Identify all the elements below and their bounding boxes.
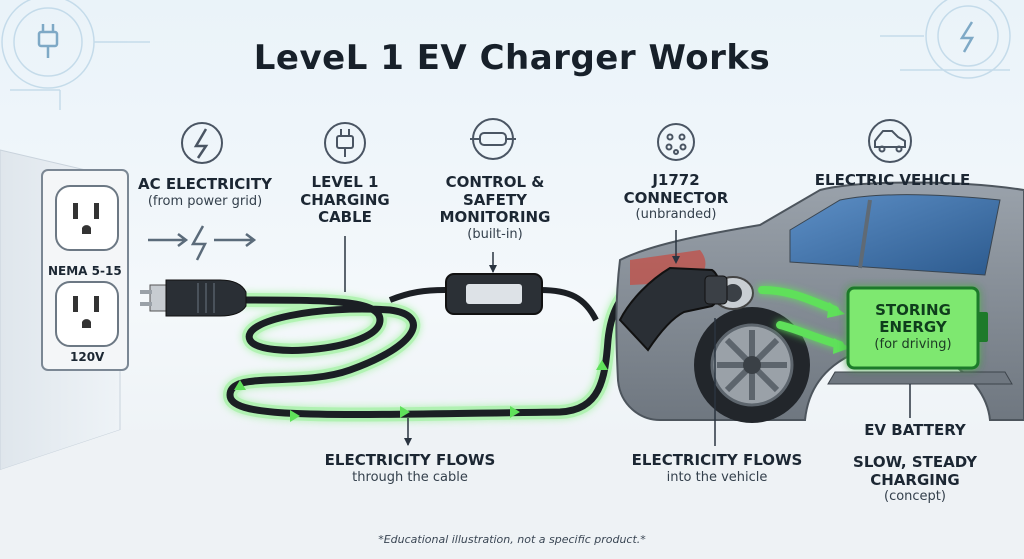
flow-vehicle-sub: into the vehicle: [666, 469, 768, 485]
connector-line1: J1772: [652, 171, 700, 189]
slow-charging-line2: CHARGING: [870, 470, 960, 489]
ac-flow-arrows: [148, 225, 257, 261]
ev-battery-heading: EV BATTERY: [864, 421, 966, 439]
flow-cable-label: ELECTRICITY FLOWS through the cable: [305, 451, 515, 485]
floor: [0, 430, 1024, 559]
j1772-connector-label: J1772 CONNECTOR (unbranded): [610, 171, 742, 223]
slow-charging-line1: SLOW, STEADY: [853, 453, 977, 471]
flow-vehicle-label: ELECTRICITY FLOWS into the vehicle: [612, 451, 822, 485]
energy-arrowheads: [827, 302, 850, 354]
connector-sub: (unbranded): [635, 207, 717, 223]
flow-cable-heading: ELECTRICITY FLOWS: [324, 451, 496, 469]
plug-icon: [37, 24, 59, 58]
slow-charging-label: SLOW, STEADY CHARGING (concept): [840, 453, 990, 505]
page-title: LeveL 1 EV Charger Works: [253, 38, 771, 78]
control-sub: (built-in): [467, 227, 523, 243]
ac-electricity-sub: (from power grid): [147, 193, 263, 209]
control-monitoring-label: CONTROL & SAFETY MONITORING (built-in): [420, 173, 570, 243]
battery-storage-label: STORING ENERGY (for driving): [848, 301, 978, 352]
control-box: [445, 273, 543, 315]
ev-battery: [827, 286, 1013, 385]
control-box-icon: [470, 118, 516, 160]
ac-electricity-heading: AC ELECTRICITY: [138, 175, 272, 193]
ev-battery-label: EV BATTERY: [845, 421, 985, 440]
charging-cable-line1: LEVEL 1: [311, 173, 379, 191]
car-icon: [868, 119, 912, 163]
cable-plug-icon: [324, 122, 366, 164]
leader-arrowheads: [404, 256, 680, 446]
battery-line1: STORING: [875, 301, 951, 319]
ac-electricity-label: AC ELECTRICITY (from power grid): [120, 175, 290, 209]
cable: [226, 276, 651, 419]
connector-line2: CONNECTOR: [623, 188, 729, 207]
battery-sub: (for driving): [874, 336, 952, 352]
control-line1: CONTROL &: [445, 173, 545, 191]
charging-cable-line2: CHARGING: [300, 190, 390, 209]
control-line3: MONITORING: [439, 208, 551, 227]
outlet-type-label: NEMA 5-15: [48, 264, 122, 278]
corner-decoration-left: [1, 0, 150, 110]
battery-line2: ENERGY: [879, 318, 947, 337]
outlet-voltage-label: 120V: [70, 350, 105, 364]
corner-decoration-right: [880, 0, 1011, 79]
flow-cable-sub: through the cable: [352, 469, 468, 485]
cable-from-control: [539, 287, 599, 322]
flow-vehicle-heading: ELECTRICITY FLOWS: [631, 451, 803, 469]
footnote: *Educational illustration, not a specifi…: [378, 533, 646, 546]
slow-charging-sub: (concept): [884, 489, 946, 505]
vehicle-heading: ELECTRIC VEHICLE: [814, 171, 971, 189]
j1772-icon: [657, 123, 695, 161]
ac-lightning-icon: [181, 122, 223, 164]
cable-to-control: [388, 287, 446, 303]
charging-cable-line3: CABLE: [318, 208, 372, 227]
lightning-icon: [959, 21, 975, 53]
control-line2: SAFETY: [463, 190, 527, 209]
cable-flow-arrows: [234, 360, 608, 422]
j1772-handle: [618, 266, 728, 352]
electric-vehicle-label: ELECTRIC VEHICLE: [800, 171, 985, 190]
wall-outlet: [41, 169, 129, 371]
charging-cable-label: LEVEL 1 CHARGING CABLE: [285, 173, 405, 227]
cable-plug: [140, 279, 247, 317]
